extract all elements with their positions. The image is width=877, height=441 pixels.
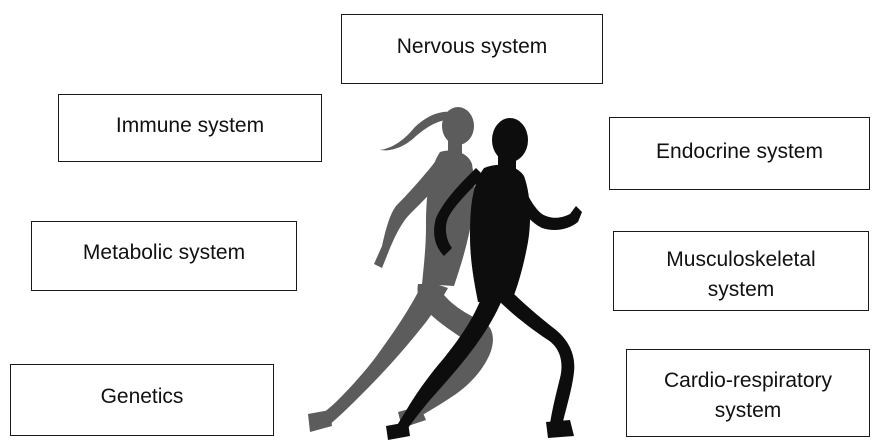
musculoskeletal-label-line2: system bbox=[707, 278, 775, 301]
cardio-label-line2: system bbox=[714, 399, 782, 422]
cardio-label-line1: Cardio-respiratory bbox=[663, 369, 833, 392]
metabolic-system-box: Metabolic system bbox=[31, 221, 297, 291]
runners-silhouette-illustration bbox=[308, 107, 582, 440]
immune-system-label: Immune system bbox=[115, 114, 265, 137]
genetics-box: Genetics bbox=[10, 364, 274, 436]
male-runner-silhouette bbox=[386, 118, 582, 440]
nervous-system-label: Nervous system bbox=[396, 35, 548, 58]
female-runner-silhouette bbox=[308, 107, 514, 432]
genetics-label: Genetics bbox=[100, 385, 184, 408]
cardio-respiratory-system-box: Cardio-respiratory system bbox=[626, 349, 870, 437]
nervous-system-box: Nervous system bbox=[341, 14, 603, 84]
immune-system-box: Immune system bbox=[58, 94, 322, 162]
metabolic-system-label: Metabolic system bbox=[82, 241, 246, 264]
musculoskeletal-label-line1: Musculoskeletal bbox=[666, 248, 816, 271]
endocrine-system-box: Endocrine system bbox=[609, 117, 870, 190]
musculoskeletal-system-box: Musculoskeletal system bbox=[613, 231, 869, 311]
endocrine-system-label: Endocrine system bbox=[656, 140, 823, 163]
